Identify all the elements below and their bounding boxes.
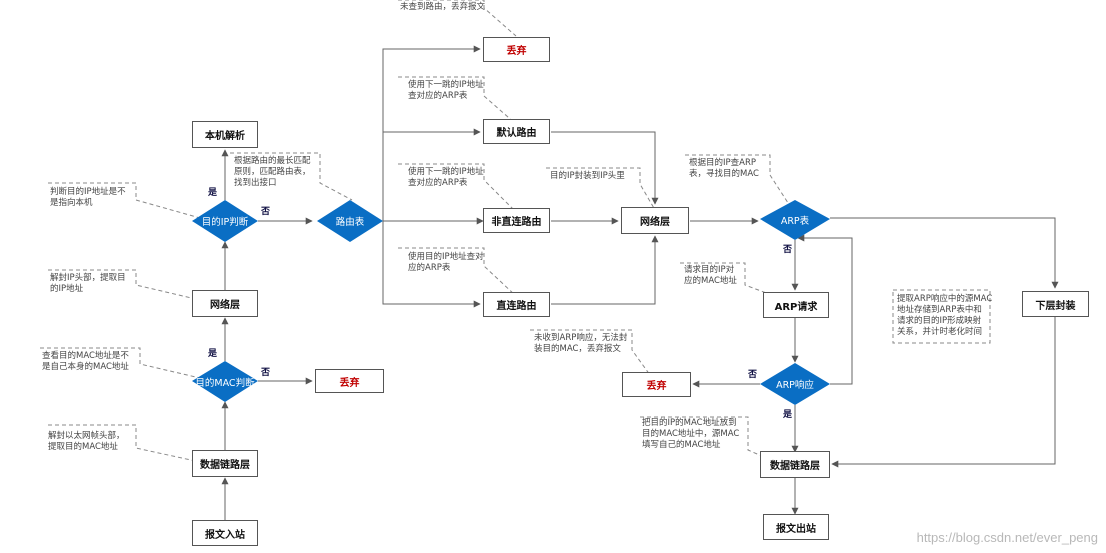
callout-decap-eth (48, 424, 201, 463)
discard-arp-box: 丢弃 (622, 372, 691, 397)
callout-check-ip (48, 182, 201, 219)
discard-mac-box: 丢弃 (315, 369, 384, 393)
note-arp-lookup: 根据目的IP查ARP 表，寻找目的MAC (689, 158, 759, 179)
local-parse-box: 本机解析 (192, 121, 258, 148)
note-no-arp-reply: 未收到ARP响应，无法封 装目的MAC，丢弃报文 (534, 333, 628, 354)
edge-reply-loop-arp (797, 234, 853, 385)
note-decap-eth: 解封以太网帧头部， 提取目的MAC地址 (48, 431, 125, 452)
note-arp-request: 请求目的IP对 应的MAC地址 (684, 265, 737, 286)
yes-label-ip: 是 (208, 188, 218, 198)
datalink-right-box: 数据链路层 (760, 451, 830, 478)
route-table-diamond: 路由表 (335, 217, 365, 228)
note-encap-ip: 目的IP封装到IP头里 (550, 171, 625, 181)
datalink-left-box: 数据链路层 (192, 450, 258, 477)
note-direct-ip: 使用目的IP地址查对 应的ARP表 (408, 252, 484, 273)
callout-no-route (398, 0, 517, 37)
note-encap-mac: 把目的IP的MAC地址放到 目的MAC地址中，源MAC 填写自己的MAC地址 (642, 418, 740, 450)
diamond-mac-check-shape (192, 361, 258, 402)
callout-default (398, 76, 517, 125)
note-arp-reply: 提取ARP响应中的源MAC 地址存储到ARP表中和 请求的目的IP形成映射 关系… (897, 294, 993, 337)
indirect-route-box: 非直连路由 (483, 208, 550, 233)
packet-out-box: 报文出站 (763, 514, 829, 540)
no-label-arp-reply: 否 (748, 370, 758, 380)
note-callouts (40, 0, 991, 465)
watermark: https://blog.csdn.net/ever_peng (916, 530, 1098, 545)
arp-request-box: ARP请求 (763, 292, 829, 318)
diamond-arp-reply-shape (760, 363, 830, 405)
edge-default-network (551, 131, 659, 205)
connectors (221, 45, 1059, 520)
default-route-box: 默认路由 (483, 119, 550, 144)
packet-in-box: 报文入站 (192, 520, 258, 546)
direct-route-box: 直连路由 (483, 292, 550, 317)
no-label-arp-table: 否 (783, 245, 793, 255)
yes-label-mac: 是 (208, 349, 218, 359)
mac-check-diamond: 目的MAC判断 (195, 377, 255, 389)
edge-lower-datalink (831, 316, 1056, 468)
callout-arp-lookup (685, 154, 791, 207)
callout-arp-reply (892, 289, 991, 344)
callout-longest (230, 152, 353, 201)
note-check-dest-mac: 查看目的MAC地址是不 是自己本身的MAC地址 (42, 351, 129, 372)
arp-reply-diamond: ARP响应 (776, 380, 814, 391)
arp-table-diamond: ARP表 (780, 216, 810, 227)
callout-indirect (398, 163, 517, 213)
note-next-hop-default: 使用下一跳的IP地址 查对应的ARP表 (408, 80, 484, 101)
note-check-dest-ip: 判断目的IP地址是不 是指向本机 (50, 187, 126, 208)
diamond-ip-check-shape (192, 200, 258, 242)
diamond-arp-table-shape (760, 200, 830, 240)
note-next-hop-indirect: 使用下一跳的IP地址 查对应的ARP表 (408, 167, 484, 188)
note-no-route: 未查到路由，丢弃报文 (400, 2, 486, 12)
callout-check-mac (40, 347, 201, 379)
discard-top-box: 丢弃 (483, 37, 550, 62)
note-longest-match: 根据路由的最长匹配 原则，匹配路由表， 找到出接口 (234, 156, 311, 188)
lower-encap-box: 下层封装 (1022, 291, 1089, 317)
edge-arp-yes-lower (830, 217, 1059, 289)
yes-label-arp-reply: 是 (783, 410, 793, 420)
edge-direct-network (551, 235, 659, 305)
no-label-mac: 否 (261, 368, 271, 378)
network-layer-mid-box: 网络层 (621, 207, 689, 234)
diamond-route-table-shape (317, 200, 383, 242)
note-decap-ip: 解封IP头部，提取目 的IP地址 (50, 273, 126, 294)
edge-route-direct (382, 221, 481, 308)
diamond-shapes (192, 200, 830, 405)
network-layer-left-box: 网络层 (192, 290, 258, 317)
callout-direct (398, 247, 517, 297)
ip-check-diamond: 目的IP判断 (201, 217, 249, 228)
no-label-ip: 否 (261, 207, 271, 217)
callout-decap-ip (48, 269, 201, 301)
callout-no-arp-reply (530, 329, 651, 376)
edge-route-discard (382, 45, 481, 221)
callout-encap-ip (546, 167, 656, 211)
